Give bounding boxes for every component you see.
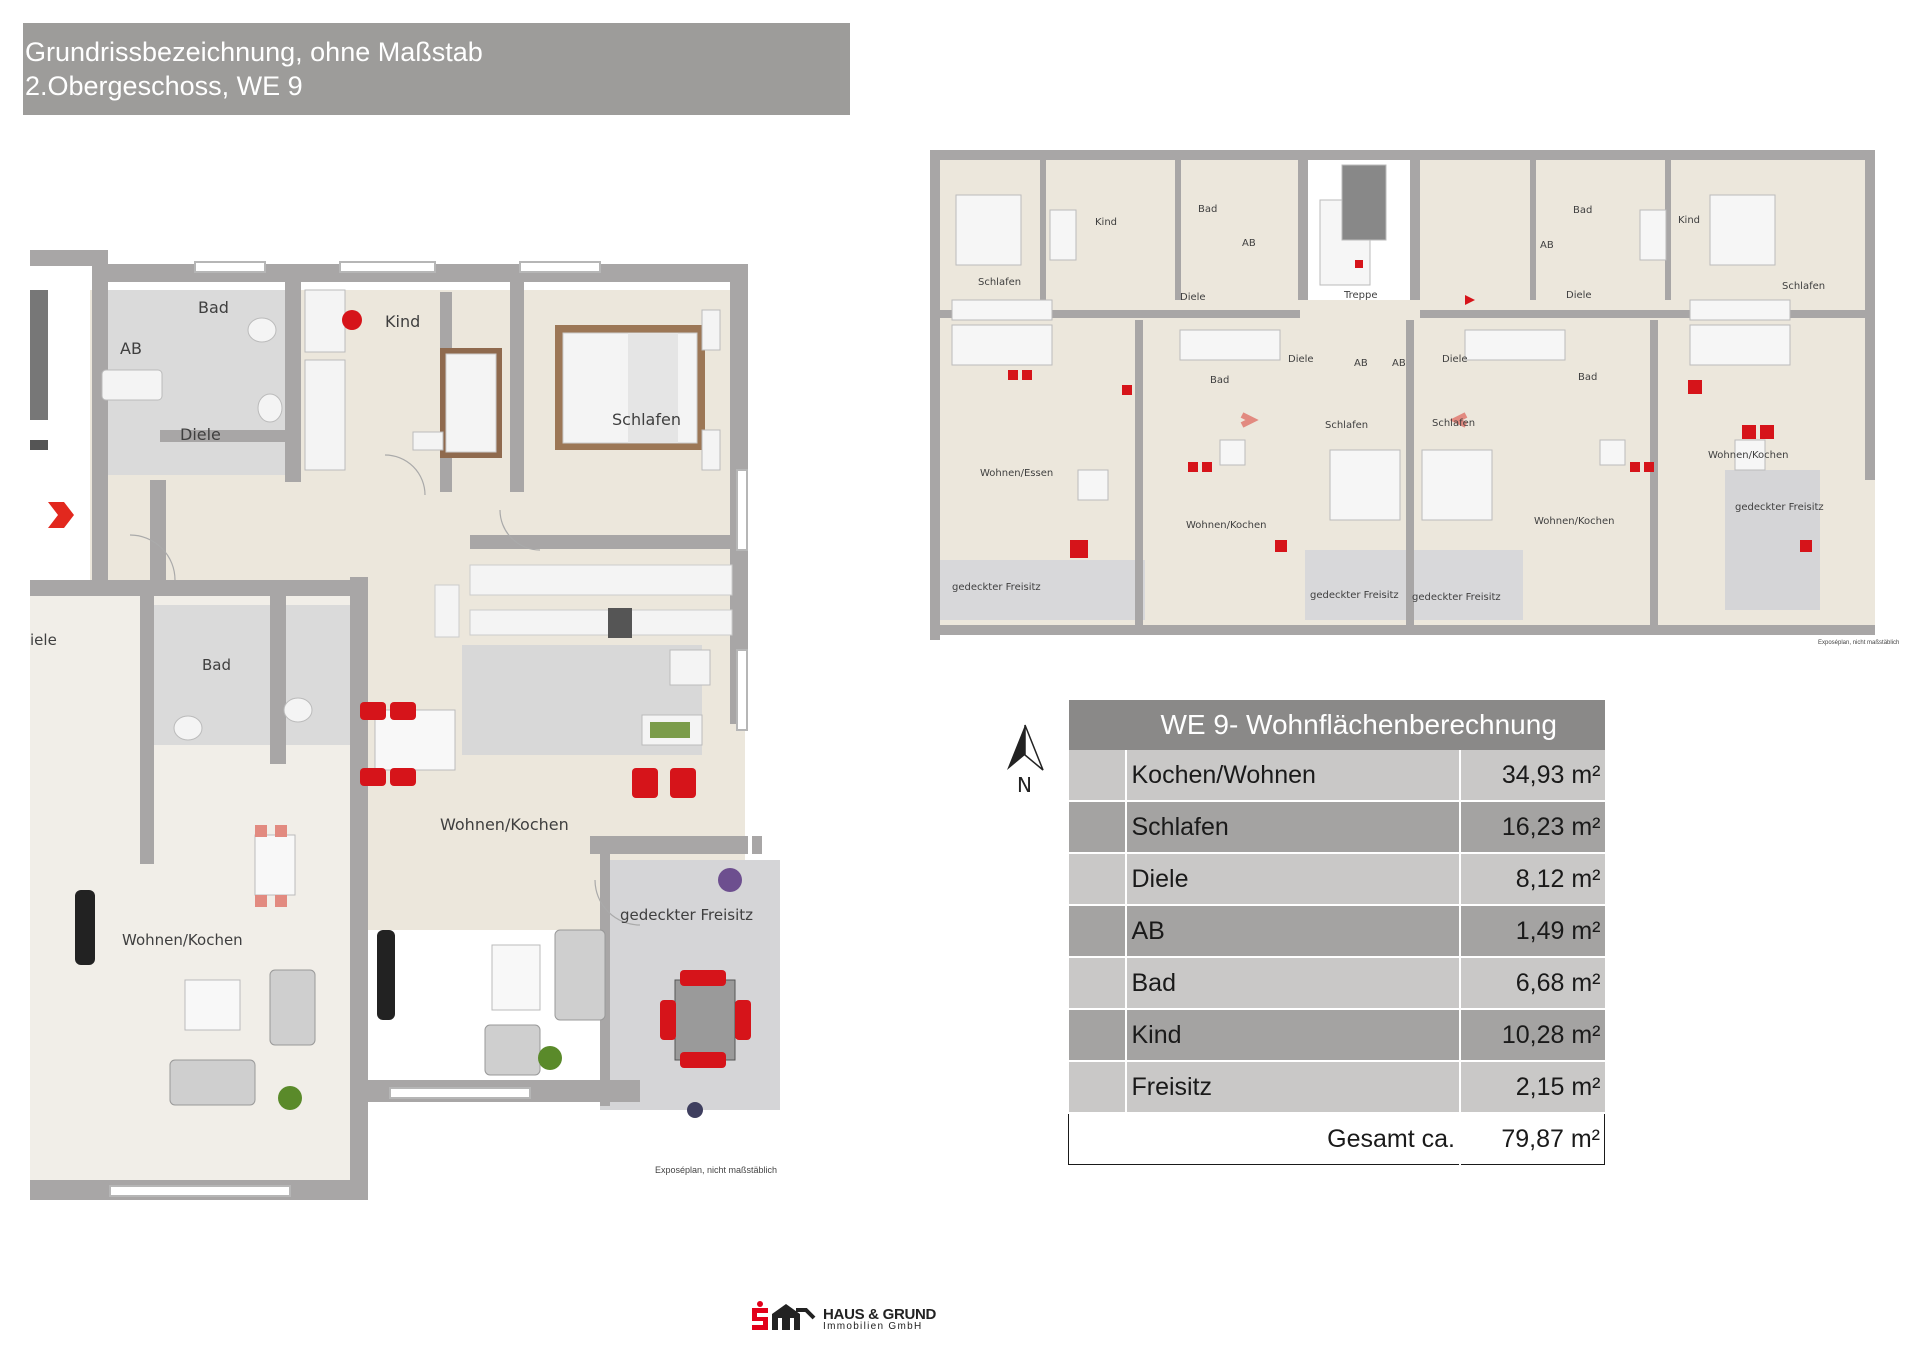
room-label-kind: Kind [385,312,420,331]
ov-label-ab-r: AB [1540,240,1554,251]
room-label-neighbor-diele: iele [30,631,57,649]
ov-label-schlafen-l: Schlafen [978,277,1021,288]
room-label-wohnen-kochen: Wohnen/Kochen [440,815,569,834]
ov-label-diele-l: Diele [1180,292,1206,303]
total-row: Gesamt ca. 79,87 m² [1068,1112,1605,1165]
ov-label-freisitz-mr: gedeckter Freisitz [1412,592,1501,603]
ov-label-ab-l: AB [1242,238,1256,249]
room-label-ab: AB [120,339,142,358]
overview-floor-plan: Schlafen Kind Bad AB Diele Treppe Bad AB… [930,150,1875,640]
row-label: Freisitz [1125,1061,1460,1114]
header-banner: Grundrissbezeichnung, ohne Maßstab 2.Obe… [23,23,850,115]
ov-label-bad-ml: Bad [1210,375,1229,386]
row-value: 1,49 m² [1459,905,1605,958]
ov-label-kind-l: Kind [1095,217,1117,228]
area-table-title: WE 9- Wohnflächenberechnung [1068,700,1605,750]
room-label-diele: Diele [180,425,221,444]
room-label-freisitz: gedeckter Freisitz [620,906,753,924]
table-row: Kochen/Wohnen 34,93 m² [1068,750,1605,802]
room-label-bad: Bad [198,298,229,317]
ov-label-bad-l: Bad [1198,204,1217,215]
room-label-neighbor-wohnen: Wohnen/Kochen [122,931,243,949]
north-label: N [1017,773,1032,795]
row-value: 8,12 m² [1459,853,1605,906]
total-value: 79,87 m² [1459,1112,1605,1165]
ov-label-diele-mr: Diele [1442,354,1468,365]
row-label: Diele [1125,853,1460,906]
ov-label-diele-r: Diele [1566,290,1592,301]
table-row: Freisitz 2,15 m² [1068,1061,1605,1114]
ov-label-diele-ml: Diele [1288,354,1314,365]
ov-label-ab-mr: AB [1392,358,1406,369]
table-row: Kind 10,28 m² [1068,1009,1605,1062]
room-label-schlafen: Schlafen [612,410,681,429]
total-label: Gesamt ca. [1068,1112,1461,1165]
room-label-neighbor-bad: Bad [202,656,231,674]
overview-plan-note: Exposéplan, nicht maßstäblich [1818,640,1900,646]
ov-label-bad-mr: Bad [1578,372,1597,383]
plan-subtitle: 2.Obergeschoss, WE 9 [25,71,303,101]
ov-label-freisitz-ml: gedeckter Freisitz [1310,590,1399,601]
ov-label-bad-r: Bad [1573,205,1592,216]
ov-label-schlafen-r: Schlafen [1782,281,1825,292]
table-row: Bad 6,68 m² [1068,957,1605,1010]
table-row: AB 1,49 m² [1068,905,1605,958]
ov-label-wohnen-kochen-mr: Wohnen/Kochen [1534,516,1614,527]
row-value: 2,15 m² [1459,1061,1605,1114]
table-row: Diele 8,12 m² [1068,853,1605,906]
main-plan-note: Exposéplan, nicht maßstäblich [655,1165,778,1175]
row-label: Bad [1125,957,1460,1010]
row-label: Schlafen [1125,801,1460,854]
ov-label-wohnen-kochen-r: Wohnen/Kochen [1708,450,1788,461]
logo-subtitle: Immobilien GmbH [823,1321,923,1332]
north-arrow-icon: N [1007,724,1044,795]
company-logo-icon [752,1301,816,1330]
ov-label-wohnen-kochen-ml: Wohnen/Kochen [1186,520,1266,531]
ov-label-freisitz-l: gedeckter Freisitz [952,582,1041,593]
plan-title: Grundrissbezeichnung, ohne Maßstab [25,37,483,67]
ov-label-ab-ml: AB [1354,358,1368,369]
ov-label-schlafen-mr: Schlafen [1432,418,1475,429]
table-row: Schlafen 16,23 m² [1068,801,1605,854]
row-label: Kochen/Wohnen [1125,750,1460,802]
ov-label-freisitz-r: gedeckter Freisitz [1735,502,1824,513]
ov-label-schlafen-ml: Schlafen [1325,420,1368,431]
ov-label-wohnen-essen: Wohnen/Essen [980,468,1053,479]
row-label: Kind [1125,1009,1460,1062]
row-value: 16,23 m² [1459,801,1605,854]
ov-label-kind-r: Kind [1678,215,1700,226]
row-value: 6,68 m² [1459,957,1605,1010]
row-value: 10,28 m² [1459,1009,1605,1062]
main-floor-plan: Bad AB Kind Schlafen Diele Wohnen/Kochen… [30,250,780,1200]
ov-label-treppe: Treppe [1343,290,1378,301]
row-value: 34,93 m² [1459,750,1605,802]
logo-name: HAUS & GRUND [823,1306,937,1323]
area-table: WE 9- Wohnflächenberechnung Kochen/Wohne… [1068,700,1605,1165]
row-label: AB [1125,905,1460,958]
